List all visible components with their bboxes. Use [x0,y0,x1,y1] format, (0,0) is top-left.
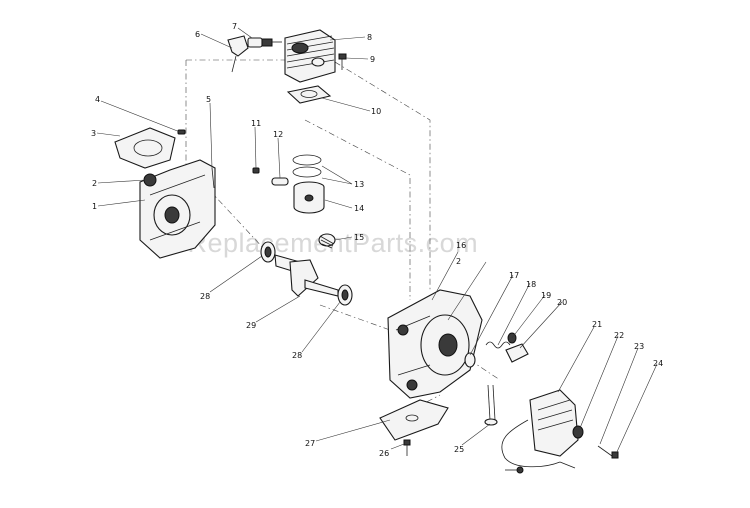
callout-28-right: 28 [292,351,302,360]
spacer [505,343,529,363]
callout-24: 24 [653,359,663,368]
callout-14: 14 [354,204,364,213]
left-crankcase [139,159,216,259]
callout-4: 4 [95,95,100,104]
callout-6: 6 [195,30,200,39]
callout-5: 5 [206,95,211,104]
callout-7: 7 [232,22,237,31]
callout-15: 15 [354,233,364,242]
spark-plug-assembly [227,35,282,73]
drive-hardware [464,332,517,368]
callout-21: 21 [592,320,602,329]
bracket-plate [379,399,449,441]
cylinder-screw [338,53,347,70]
piston-assembly [252,154,325,214]
crankcase-gasket [114,127,176,169]
ignition-module [501,389,619,474]
leader-lines [96,27,658,455]
callout-12: 12 [273,130,283,139]
bottom-screw [403,439,411,456]
callout-28-left: 28 [200,292,210,301]
callout-3: 3 [91,129,96,138]
callout-11: 11 [251,119,261,128]
callout-19: 19 [541,291,551,300]
callout-1: 1 [92,202,97,211]
callout-2-left: 2 [92,179,97,188]
callout-labels: 1 2 2 3 4 5 6 7 8 9 10 11 12 13 14 15 16… [91,22,663,458]
callout-9: 9 [370,55,375,64]
callout-2-right: 2 [456,257,461,266]
callout-29: 29 [246,321,256,330]
cylinder [284,29,336,83]
callout-25: 25 [454,445,464,454]
crankshaft [260,241,353,306]
callout-20: 20 [557,298,567,307]
callout-17: 17 [509,271,519,280]
fuel-line [484,384,498,426]
callout-16: 16 [456,241,466,250]
callout-18: 18 [526,280,536,289]
callout-26: 26 [379,449,389,458]
callout-8: 8 [367,33,372,42]
dowel-pins [177,129,215,189]
right-crankcase [387,289,483,399]
callout-10: 10 [371,107,381,116]
callout-22: 22 [614,331,624,340]
callout-13: 13 [354,180,364,189]
callout-27: 27 [305,439,315,448]
cylinder-gasket [286,85,332,104]
callout-23: 23 [634,342,644,351]
